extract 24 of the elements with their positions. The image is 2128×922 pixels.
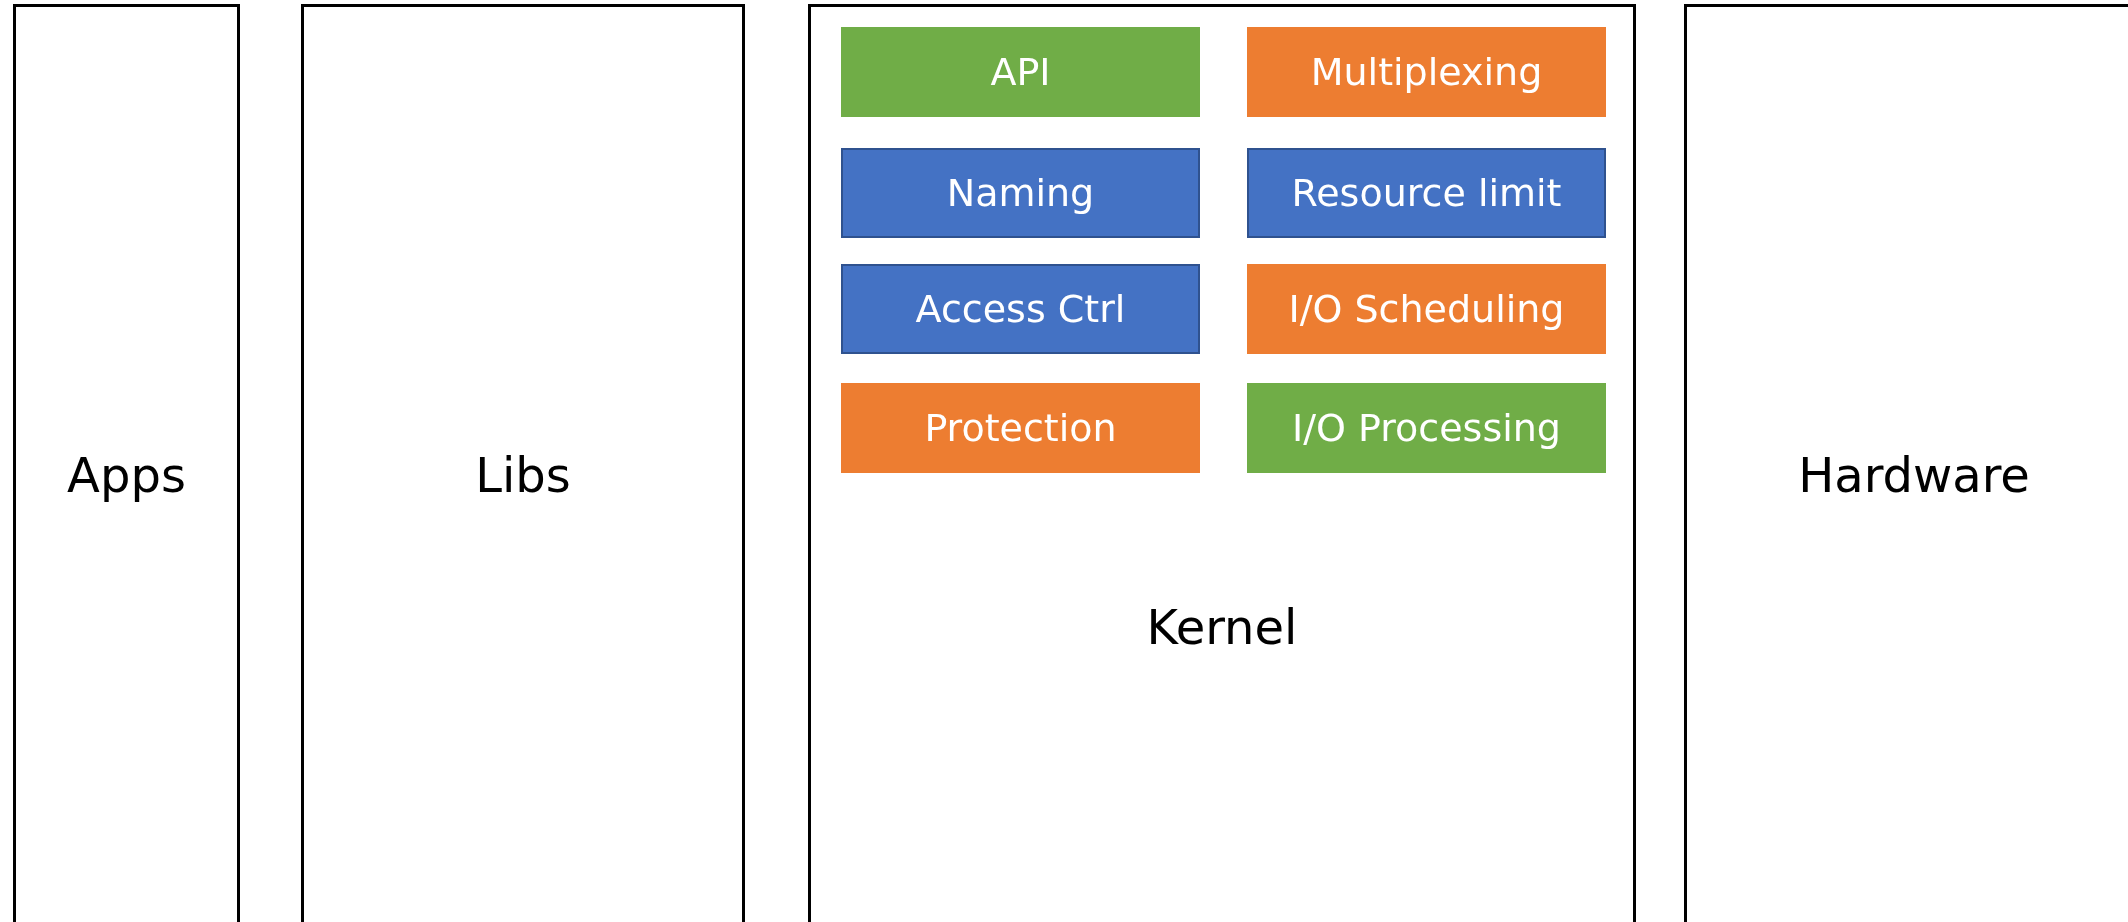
component-label: Naming [946,171,1095,215]
layer-panel [13,4,240,922]
layer-panel [1684,4,2128,922]
component-box [1247,264,1606,354]
component-label: Protection [924,406,1117,450]
layer-label: Kernel [1145,599,1299,655]
component-label: Multiplexing [1310,50,1543,94]
layer-label: Apps [66,447,187,503]
component-label: I/O Processing [1292,406,1561,450]
layer-label: Hardware [1797,447,2031,503]
component-box [841,148,1200,238]
component-box [1247,383,1606,473]
component-label: API [990,50,1051,94]
component-box [841,27,1200,117]
component-label: Access Ctrl [915,287,1126,331]
layer-label: Libs [474,447,572,503]
layer-panel [301,4,745,922]
component-box [1247,27,1606,117]
component-box [1247,148,1606,238]
layer-panel [808,4,1636,922]
component-label: Resource limit [1291,171,1562,215]
component-box [841,264,1200,354]
component-box [841,383,1200,473]
component-label: I/O Scheduling [1288,287,1565,331]
